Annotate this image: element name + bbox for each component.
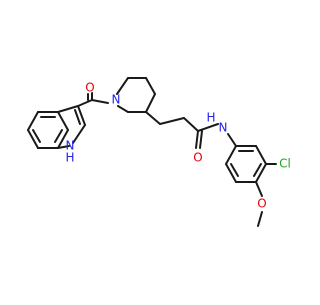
bond: [255, 181, 263, 197]
bond: [145, 93, 156, 113]
bond: [227, 133, 237, 147]
atom-labels: O N N H O N H Cl O: [65, 81, 290, 211]
amide-hydrogen-label: H: [206, 111, 215, 125]
bond: [54, 129, 63, 143]
bond: [57, 129, 69, 149]
bond: [91, 99, 109, 104]
bond: [225, 163, 237, 183]
bond: [32, 129, 41, 143]
bond: [57, 145, 70, 149]
chlorine-label: Cl: [279, 157, 291, 171]
molecule-canvas: O N N H O N H Cl O: [27, 77, 291, 227]
bond: [27, 129, 39, 149]
bond: [74, 109, 81, 125]
methoxy-oxygen-label: O: [257, 197, 266, 211]
bond-lines: [27, 77, 277, 227]
bond: [27, 111, 39, 131]
bond: [199, 130, 203, 149]
bond: [72, 124, 86, 144]
bond: [116, 77, 129, 95]
bond: [77, 105, 86, 126]
piperidine-nitrogen-label: N: [112, 93, 121, 107]
bond: [255, 163, 267, 183]
amide-oxygen-label: O: [193, 151, 202, 165]
bond: [257, 211, 263, 227]
bond: [145, 111, 161, 125]
bond: [225, 145, 237, 165]
bond: [57, 105, 79, 113]
bond: [159, 117, 185, 125]
bond: [117, 105, 129, 113]
bond: [183, 117, 199, 132]
bond: [145, 77, 156, 95]
carbonyl-oxygen-label: O: [85, 81, 94, 95]
bond: [230, 163, 239, 177]
indole-nitrogen-label: N: [66, 139, 75, 153]
bond: [197, 123, 219, 132]
bond: [255, 145, 267, 165]
indole-hydrogen-label: H: [65, 151, 74, 165]
bond: [57, 111, 69, 131]
bond: [195, 130, 199, 149]
bond: [253, 163, 262, 177]
amide-nitrogen-label: N: [219, 121, 228, 135]
molecule-structure: O N N H O N H Cl O: [27, 77, 291, 227]
bond: [77, 99, 93, 107]
